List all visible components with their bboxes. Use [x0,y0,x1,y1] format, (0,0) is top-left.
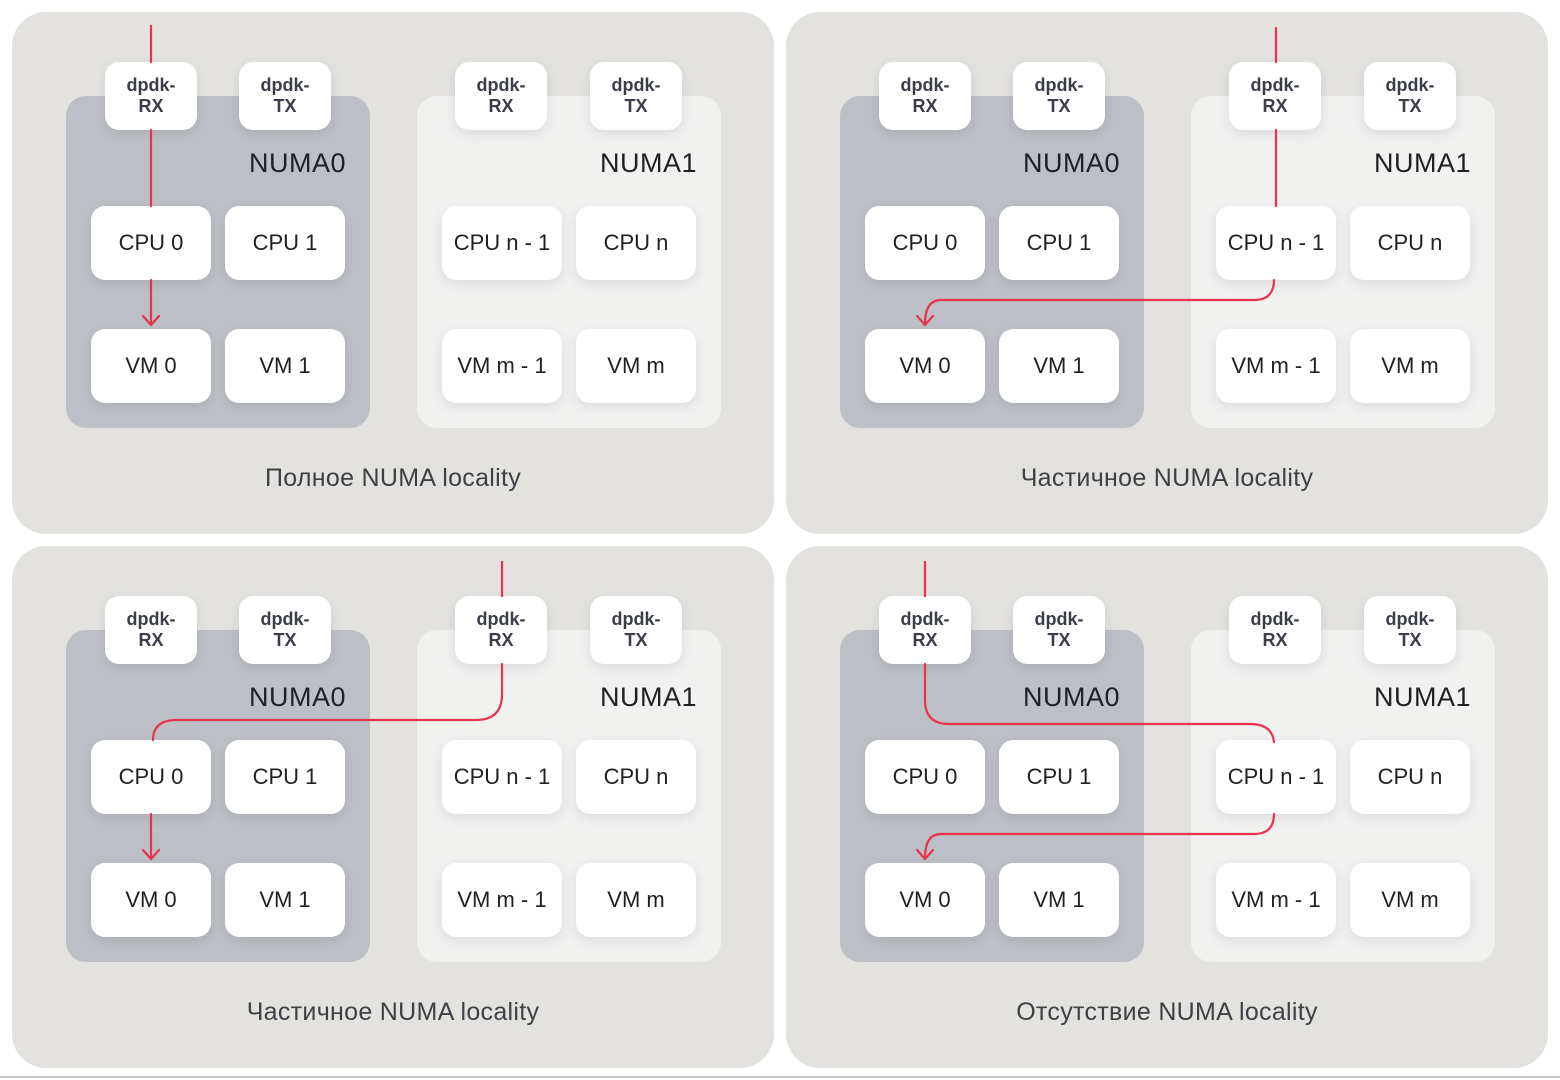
numa0-label: NUMA0 [248,148,346,178]
vm-1: VM 1 [999,329,1119,403]
vm-0: VM 0 [865,329,985,403]
numa0-dpdk-rx: dpdk-RX [879,62,971,130]
numa1-dpdk-rx: dpdk-RX [1229,62,1321,130]
cpu-n: CPU n [1350,740,1470,814]
vm-m: VM m [1350,863,1470,937]
vm-0: VM 0 [91,329,211,403]
cpu-1: CPU 1 [999,740,1119,814]
bottom-divider [0,1076,1560,1078]
cpu-0: CPU 0 [865,206,985,280]
cpu-1: CPU 1 [225,740,345,814]
vm-1: VM 1 [225,863,345,937]
vm-1: VM 1 [225,329,345,403]
cpu-n: CPU n [576,740,696,814]
vm-m: VM m [576,863,696,937]
numa1-dpdk-tx: dpdk-TX [590,62,682,130]
numa0-dpdk-rx: dpdk-RX [879,596,971,664]
cpu-0: CPU 0 [865,740,985,814]
cpu-0: CPU 0 [91,740,211,814]
numa1-dpdk-tx: dpdk-TX [590,596,682,664]
vm-m: VM m [576,329,696,403]
cpu-1: CPU 1 [225,206,345,280]
numa1-label: NUMA1 [599,148,697,178]
numa0-label: NUMA0 [248,682,346,712]
cpu-n: CPU n [1350,206,1470,280]
panel-no-locality: NUMA0 NUMA1 dpdk-RX dpdk-TX dpdk-RX dpdk… [786,546,1548,1068]
vm-0: VM 0 [91,863,211,937]
cpu-n-minus-1: CPU n - 1 [442,740,562,814]
panel-full-locality: NUMA0 NUMA1 dpdk-RX dpdk-TX dpdk-RX dpdk… [12,12,774,534]
vm-0: VM 0 [865,863,985,937]
vm-m-minus-1: VM m - 1 [1216,329,1336,403]
numa0-dpdk-rx: dpdk-RX [105,62,197,130]
vm-m-minus-1: VM m - 1 [442,863,562,937]
numa1-label: NUMA1 [1373,148,1471,178]
numa1-dpdk-rx: dpdk-RX [455,596,547,664]
numa1-dpdk-tx: dpdk-TX [1364,596,1456,664]
numa1-dpdk-tx: dpdk-TX [1364,62,1456,130]
numa1-dpdk-rx: dpdk-RX [1229,596,1321,664]
numa0-label: NUMA0 [1022,148,1120,178]
numa0-dpdk-rx: dpdk-RX [105,596,197,664]
cpu-0: CPU 0 [91,206,211,280]
cpu-n: CPU n [576,206,696,280]
vm-m-minus-1: VM m - 1 [1216,863,1336,937]
numa0-dpdk-tx: dpdk-TX [239,596,331,664]
vm-m-minus-1: VM m - 1 [442,329,562,403]
cpu-n-minus-1: CPU n - 1 [1216,206,1336,280]
vm-1: VM 1 [999,863,1119,937]
cpu-n-minus-1: CPU n - 1 [442,206,562,280]
numa0-dpdk-tx: dpdk-TX [239,62,331,130]
numa0-dpdk-tx: dpdk-TX [1013,62,1105,130]
vm-m: VM m [1350,329,1470,403]
numa1-label: NUMA1 [1373,682,1471,712]
cpu-n-minus-1: CPU n - 1 [1216,740,1336,814]
panel-caption: Полное NUMA locality [264,464,522,492]
numa0-dpdk-tx: dpdk-TX [1013,596,1105,664]
panel-partial-locality-b: NUMA0 NUMA1 dpdk-RX dpdk-TX dpdk-RX dpdk… [12,546,774,1068]
numa1-label: NUMA1 [599,682,697,712]
panel-partial-locality-a: NUMA0 NUMA1 dpdk-RX dpdk-TX dpdk-RX dpdk… [786,12,1548,534]
panel-caption: Частичное NUMA locality [246,998,540,1026]
cpu-1: CPU 1 [999,206,1119,280]
numa0-label: NUMA0 [1022,682,1120,712]
panel-caption: Частичное NUMA locality [1020,464,1314,492]
numa1-dpdk-rx: dpdk-RX [455,62,547,130]
panel-caption: Отсутствие NUMA locality [1016,998,1318,1026]
